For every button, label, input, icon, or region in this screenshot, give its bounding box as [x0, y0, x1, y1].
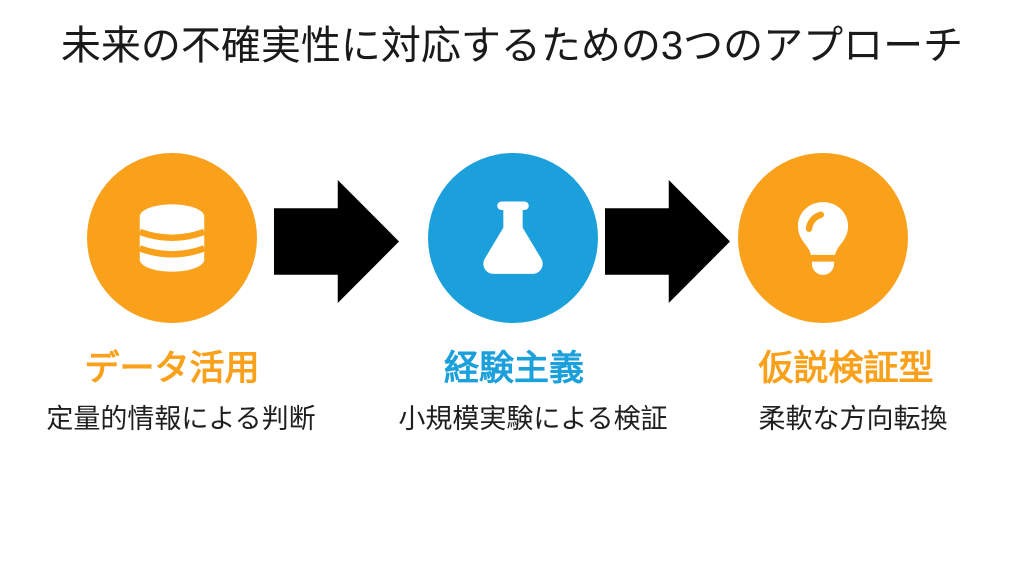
- step-label-empiricism: 経験主義: [443, 349, 585, 388]
- step-description-hypothesis: 柔軟な方向転換: [758, 404, 948, 434]
- step-description-empiricism: 小規模実験による検証: [398, 404, 668, 434]
- step-label-data-utilization: データ活用: [84, 349, 260, 388]
- lightbulb-icon: [797, 202, 849, 275]
- flask-icon: [483, 201, 543, 274]
- database-icon: [138, 204, 206, 272]
- step-label-hypothesis: 仮説検証型: [758, 349, 934, 388]
- right-arrow-icon: [605, 180, 730, 303]
- slide-title: 未来の不確実性に対応するための3つのアプローチ: [60, 24, 964, 68]
- step-circle-hypothesis: [738, 153, 908, 323]
- step-description-data-utilization: 定量的情報による判断: [46, 404, 316, 434]
- step-circle-data-utilization: [87, 153, 257, 323]
- step-circle-empiricism: [428, 153, 598, 323]
- right-arrow-icon: [274, 180, 399, 303]
